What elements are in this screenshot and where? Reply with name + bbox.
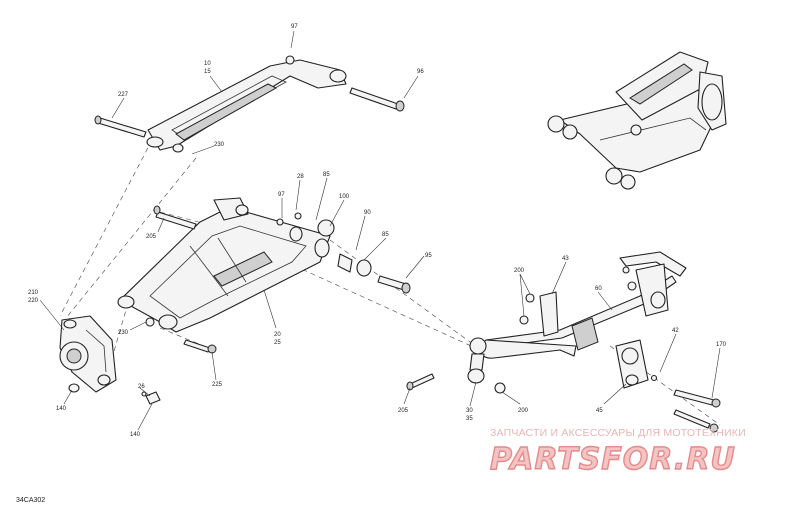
callout-97-upper: 97: [291, 24, 298, 30]
callout-230-upper: 230: [214, 142, 225, 148]
assembled-arms-view: [547, 51, 727, 190]
lower-a-arm: [117, 197, 331, 333]
callout-45: 45: [596, 408, 603, 414]
callout-100: 100: [339, 194, 350, 200]
callout-42: 42: [672, 328, 679, 334]
watermark: ЗАПЧАСТИ И АКСЕССУАРЫ ДЛЯ МОТОТЕХНИКИ PA…: [489, 427, 746, 478]
callout-225: 225: [212, 382, 223, 388]
callout-95: 95: [425, 253, 432, 259]
upper-a-arm: [146, 55, 347, 153]
callout-200-upper: 200: [514, 268, 525, 274]
callout-170: 170: [716, 342, 727, 348]
bolt-96: [349, 87, 405, 112]
callout-96: 96: [417, 69, 424, 75]
callout-140-right: 140: [130, 432, 141, 438]
callout-15: 15: [204, 69, 211, 75]
callout-85-lower: 85: [382, 232, 389, 238]
nut-42: [650, 374, 658, 382]
callout-220: 220: [28, 298, 39, 304]
callout-30: 30: [466, 408, 473, 414]
callout-227: 227: [118, 92, 129, 98]
watermark-tagline: ЗАПЧАСТИ И АКСЕССУАРЫ ДЛЯ МОТОТЕХНИКИ: [490, 427, 746, 439]
callout-10: 10: [204, 61, 211, 67]
callout-85-upper: 85: [323, 172, 330, 178]
sway-bar: [479, 251, 687, 359]
callout-200-lower: 200: [518, 408, 529, 414]
clamp-45: [615, 339, 649, 389]
callout-205-left: 205: [146, 234, 157, 240]
bolt-205-left: [153, 205, 197, 230]
nut-230: [145, 317, 155, 327]
bolt-170: [673, 389, 721, 433]
callout-25: 25: [274, 340, 281, 346]
bolt-205-right: [406, 373, 435, 391]
callout-35: 35: [466, 416, 473, 422]
callout-28: 28: [297, 174, 304, 180]
bolt-227: [94, 115, 147, 138]
callout-210: 210: [28, 290, 39, 296]
callout-140-left: 140: [56, 406, 67, 412]
bushings-upper: [276, 212, 411, 294]
callout-labels: 97 10 15 96 227 230 97 28 85 100 90 85 9…: [28, 24, 727, 438]
figure-reference: 34CA302: [16, 497, 45, 504]
callout-230-lower: 230: [118, 330, 129, 336]
callout-60: 60: [595, 286, 602, 292]
callout-205-right: 205: [398, 408, 409, 414]
callout-26: 26: [138, 384, 145, 390]
bracket-43: [519, 291, 559, 337]
bolt-225: [183, 339, 217, 354]
sway-link: [467, 337, 506, 394]
watermark-brand: PARTSFOR.RU: [490, 442, 736, 477]
callout-20: 20: [274, 332, 281, 338]
leader-lines: [39, 30, 721, 431]
nut-26-140: [141, 391, 161, 405]
steering-knuckle: [59, 315, 117, 393]
callout-90: 90: [364, 210, 371, 216]
callout-43: 43: [562, 256, 569, 262]
callout-97-lower: 97: [278, 192, 285, 198]
